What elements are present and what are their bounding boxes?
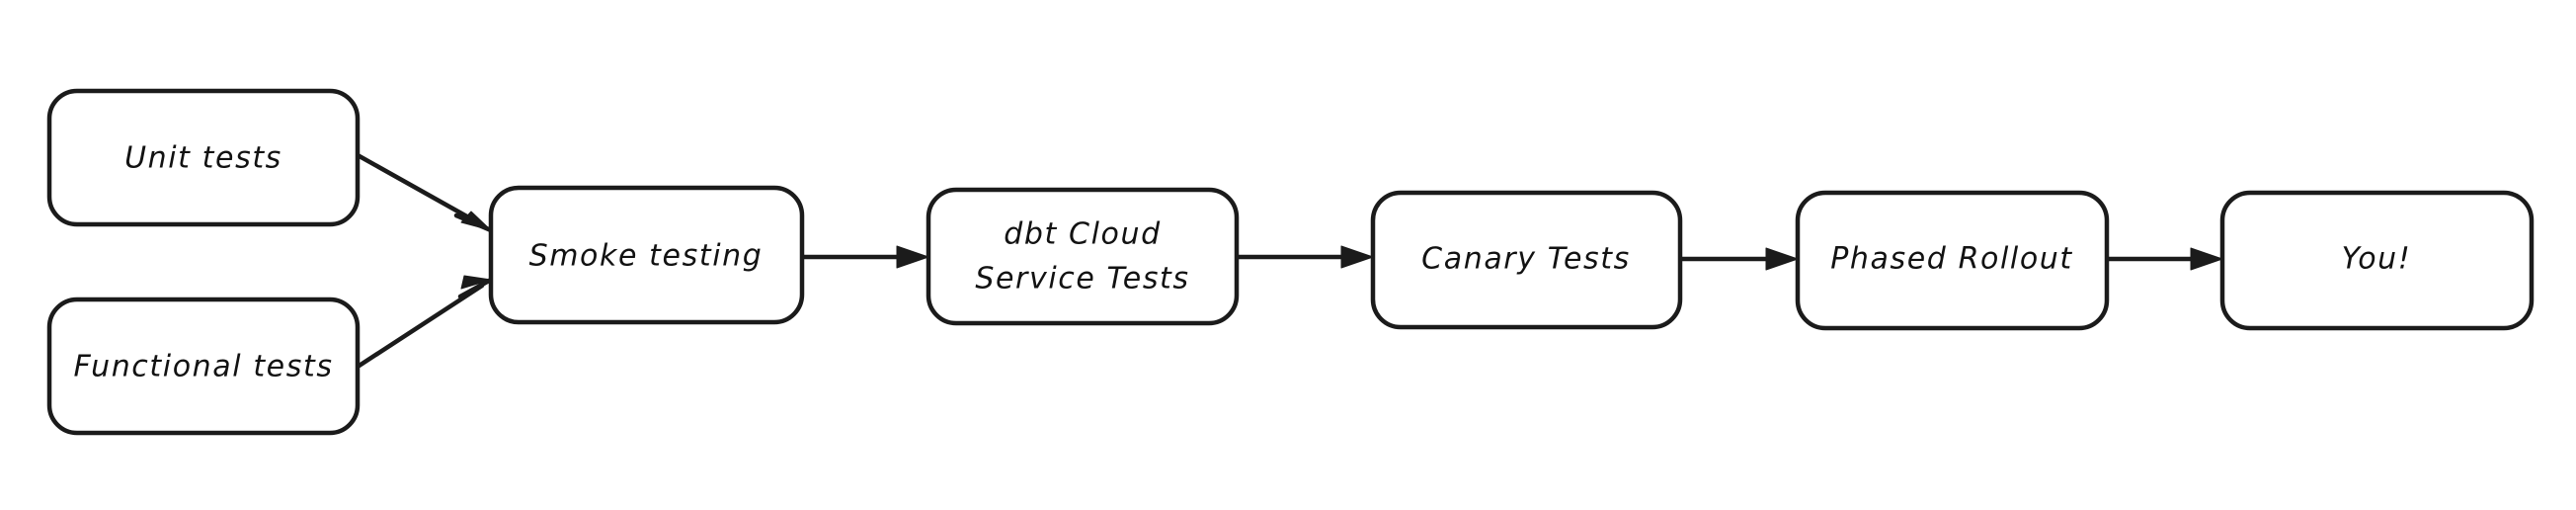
node-dbt-cloud-service-tests[interactable]: dbt Cloud Service Tests — [926, 187, 1240, 326]
node-unit-tests[interactable]: Unit tests — [46, 88, 361, 227]
node-phased-rollout-label: Phased Rollout — [1830, 242, 2073, 277]
edge-canary-to-phased[interactable] — [1677, 247, 1799, 271]
node-phased-rollout[interactable]: Phased Rollout — [1795, 190, 2110, 331]
edge-phased-to-you[interactable] — [2104, 247, 2223, 271]
node-dbt-cloud-service-tests-label-line1: dbt Cloud — [1004, 217, 1161, 252]
node-canary-tests-shape[interactable] — [1370, 190, 1683, 330]
edge-functional-to-smoke-arrowhead — [460, 275, 492, 290]
edge-phased-to-you-arrowhead — [2190, 247, 2223, 271]
node-unit-tests-label: Unit tests — [124, 141, 282, 176]
node-unit-tests-shape[interactable] — [46, 88, 361, 227]
node-functional-tests[interactable]: Functional tests — [46, 297, 361, 436]
node-you-label: You! — [2342, 242, 2412, 277]
node-you[interactable]: You! — [2219, 190, 2535, 331]
node-you-shape[interactable] — [2219, 190, 2535, 331]
node-smoke-testing-shape[interactable] — [488, 185, 805, 325]
edge-unit-to-smoke[interactable] — [355, 152, 494, 233]
edge-layer — [355, 152, 2223, 370]
node-functional-tests-label: Functional tests — [73, 350, 333, 384]
edge-smoke-to-dbt[interactable] — [799, 245, 929, 269]
edge-dbt-to-canary[interactable] — [1234, 245, 1374, 269]
node-dbt-cloud-service-tests-label-line2: Service Tests — [975, 262, 1189, 297]
edge-functional-to-smoke-barb — [457, 277, 494, 299]
node-smoke-testing[interactable]: Smoke testing — [488, 185, 805, 325]
node-functional-tests-shape[interactable] — [46, 297, 361, 436]
edge-smoke-to-dbt-arrowhead — [896, 245, 929, 269]
edge-functional-to-smoke-line — [355, 283, 485, 370]
edge-canary-to-phased-arrowhead — [1765, 247, 1799, 271]
edge-unit-to-smoke-line — [355, 152, 484, 227]
node-phased-rollout-shape[interactable] — [1795, 190, 2110, 331]
edge-functional-to-smoke[interactable] — [355, 275, 494, 370]
node-canary-tests-label: Canary Tests — [1421, 242, 1631, 277]
edge-dbt-to-canary-arrowhead — [1340, 245, 1374, 269]
node-layer: Unit tests Functional tests Smoke testin… — [46, 88, 2535, 436]
node-canary-tests[interactable]: Canary Tests — [1370, 190, 1683, 330]
edge-unit-to-smoke-barb — [453, 212, 494, 233]
node-smoke-testing-label: Smoke testing — [529, 239, 764, 274]
node-dbt-cloud-service-tests-shape[interactable] — [926, 187, 1240, 326]
